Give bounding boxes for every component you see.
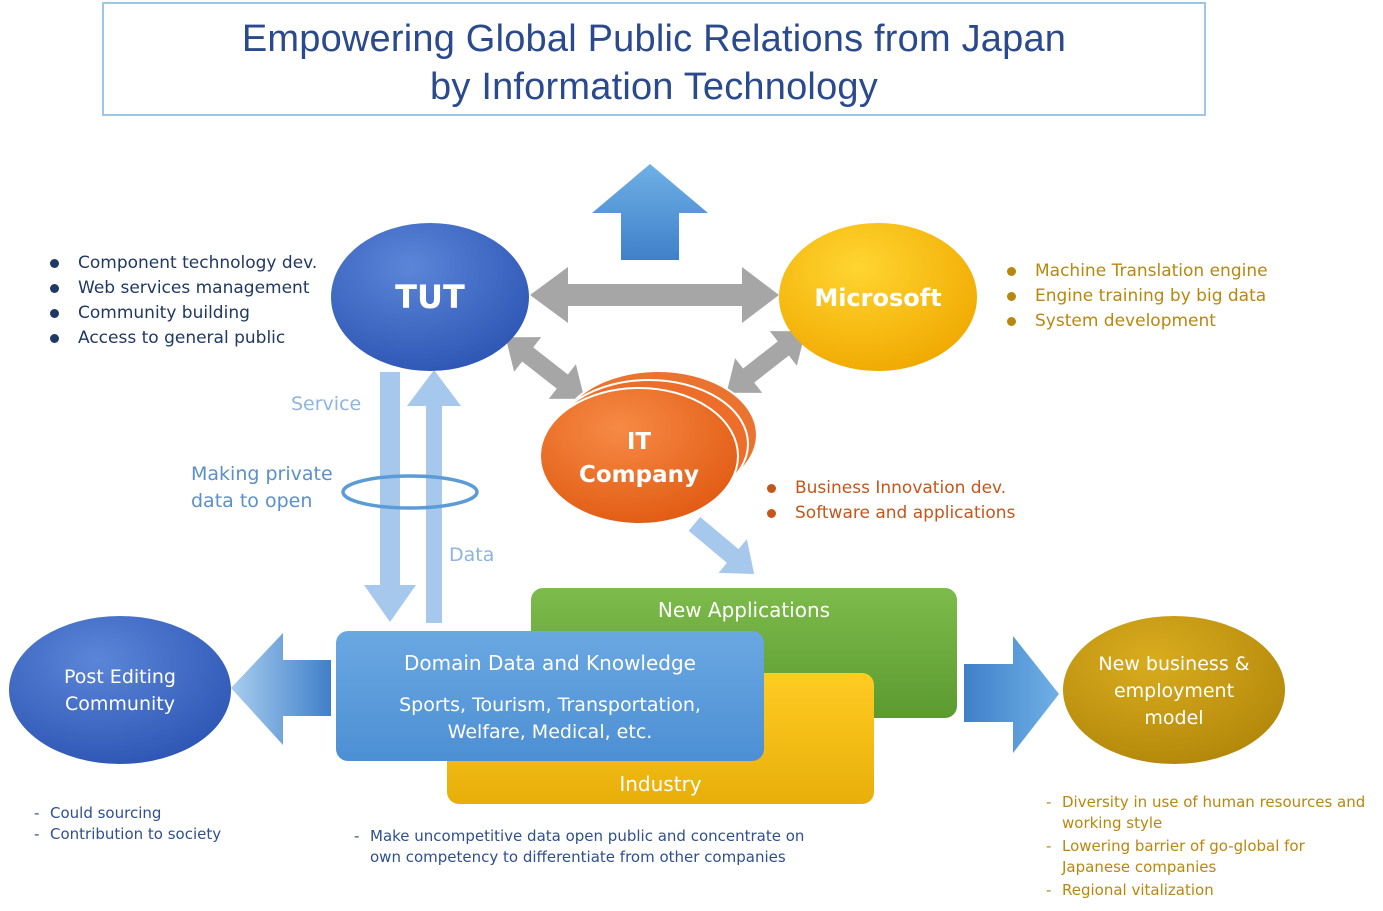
right-arrow-icon [964,636,1059,753]
tut-label: TUT [395,278,465,316]
microsoft-label: Microsoft [814,284,942,312]
list-item-text: Could sourcing [50,804,162,822]
list-item: Software and applications [765,501,1015,526]
list-item-text: Access to general public [78,328,286,348]
microsoft-node [779,223,977,371]
dash-icon: - [354,827,360,845]
data-up-arrow-icon [407,370,461,623]
it-to-applications-arrow-icon [688,516,755,574]
list-item: -Could sourcing [34,803,221,824]
bullet-icon [1007,317,1016,326]
list-item: Business Innovation dev. [765,476,1015,501]
domain-examples-line-1: Sports, Tourism, Transportation, [399,694,701,716]
title-box: Empowering Global Public Relations from … [102,2,1206,116]
bullet-icon [767,509,776,518]
industry-label: Industry [619,772,702,796]
left-arrow-icon [231,633,331,745]
list-item-text: Business Innovation dev. [795,478,1007,498]
new-business-label-line-3: model [1144,707,1204,729]
tut-node [331,223,529,371]
list-item-text: Community building [78,303,250,323]
list-item-text: Make uncompetitive data open public and … [370,827,805,866]
domain-notes: -Make uncompetitive data open public and… [354,826,834,868]
microsoft-roles-list: Machine Translation engine Engine traini… [1005,259,1268,334]
list-item: -Lowering barrier of go-global for Japan… [1046,836,1366,878]
list-item-text: Lowering barrier of go-global for Japane… [1062,837,1305,876]
list-item: Web services management [48,276,317,301]
title-line-2: by Information Technology [430,66,878,108]
list-item: Community building [48,301,317,326]
list-item-text: Diversity in use of human resources and … [1062,793,1366,832]
it-company-label-line-1: IT [626,429,652,455]
making-private-label-line-1: Making private [191,463,333,485]
list-item: -Make uncompetitive data open public and… [354,826,834,868]
list-item: -Contribution to society [34,824,221,845]
new-applications-label: New Applications [657,598,831,622]
post-editing-node [9,616,231,764]
up-arrow-icon [592,164,708,260]
microsoft-it-double-arrow-icon [726,331,806,393]
bullet-icon [1007,292,1016,301]
service-label: Service [291,393,362,415]
post-editing-label: Post Editing Community [9,664,231,718]
list-item-text: Regional vitalization [1062,881,1214,899]
dash-icon: - [1046,881,1052,899]
list-item-text: Contribution to society [50,825,222,843]
data-label: Data [449,544,495,566]
domain-examples: Sports, Tourism, Transportation, Welfare… [336,692,764,746]
it-company-node [539,370,758,525]
dash-icon: - [34,804,40,822]
list-item: -Regional vitalization [1046,880,1366,901]
new-business-label-line-1: New business & [1098,653,1250,675]
it-company-roles-list: Business Innovation dev. Software and ap… [765,476,1015,526]
list-item-text: Software and applications [795,503,1016,523]
bullet-icon [767,484,776,493]
list-item-text: System development [1035,311,1216,331]
service-down-arrow-icon [364,372,416,622]
dash-icon: - [1046,793,1052,811]
list-item: System development [1005,309,1268,334]
list-item: Machine Translation engine [1005,259,1268,284]
list-item-text: Engine training by big data [1035,286,1267,306]
it-company-label-line-2: Company [579,462,699,488]
tut-microsoft-double-arrow-icon [530,267,779,323]
domain-examples-line-2: Welfare, Medical, etc. [447,721,653,743]
new-business-node [1063,616,1285,764]
bullet-icon [50,334,59,343]
new-business-label: New business & employment model [1063,651,1285,732]
tut-roles-list: Component technology dev. Web services m… [48,251,317,351]
tut-it-double-arrow-icon [505,337,585,399]
bullet-icon [50,309,59,318]
domain-title: Domain Data and Knowledge [403,651,696,675]
making-private-label-line-2: data to open [191,490,313,512]
title-line-1: Empowering Global Public Relations from … [241,18,1067,60]
making-private-label: Making private data to open [191,461,333,515]
post-editing-label-line-1: Post Editing [64,666,176,688]
open-data-ring-icon [341,474,479,510]
list-item-text: Machine Translation engine [1035,261,1268,281]
new-business-label-line-2: employment [1113,680,1235,702]
domain-box [336,631,764,761]
bullet-icon [1007,267,1016,276]
list-item-text: Component technology dev. [78,253,318,273]
post-editing-notes: -Could sourcing -Contribution to society [34,803,221,845]
list-item: Access to general public [48,326,317,351]
list-item-text: Web services management [78,278,310,298]
dash-icon: - [1046,837,1052,855]
list-item: Component technology dev. [48,251,317,276]
list-item: Engine training by big data [1005,284,1268,309]
it-company-label: IT Company [540,426,738,492]
post-editing-label-line-2: Community [65,693,175,715]
bullet-icon [50,284,59,293]
list-item: -Diversity in use of human resources and… [1046,792,1366,834]
new-business-notes: -Diversity in use of human resources and… [1046,792,1366,901]
bullet-icon [50,259,59,268]
dash-icon: - [34,825,40,843]
